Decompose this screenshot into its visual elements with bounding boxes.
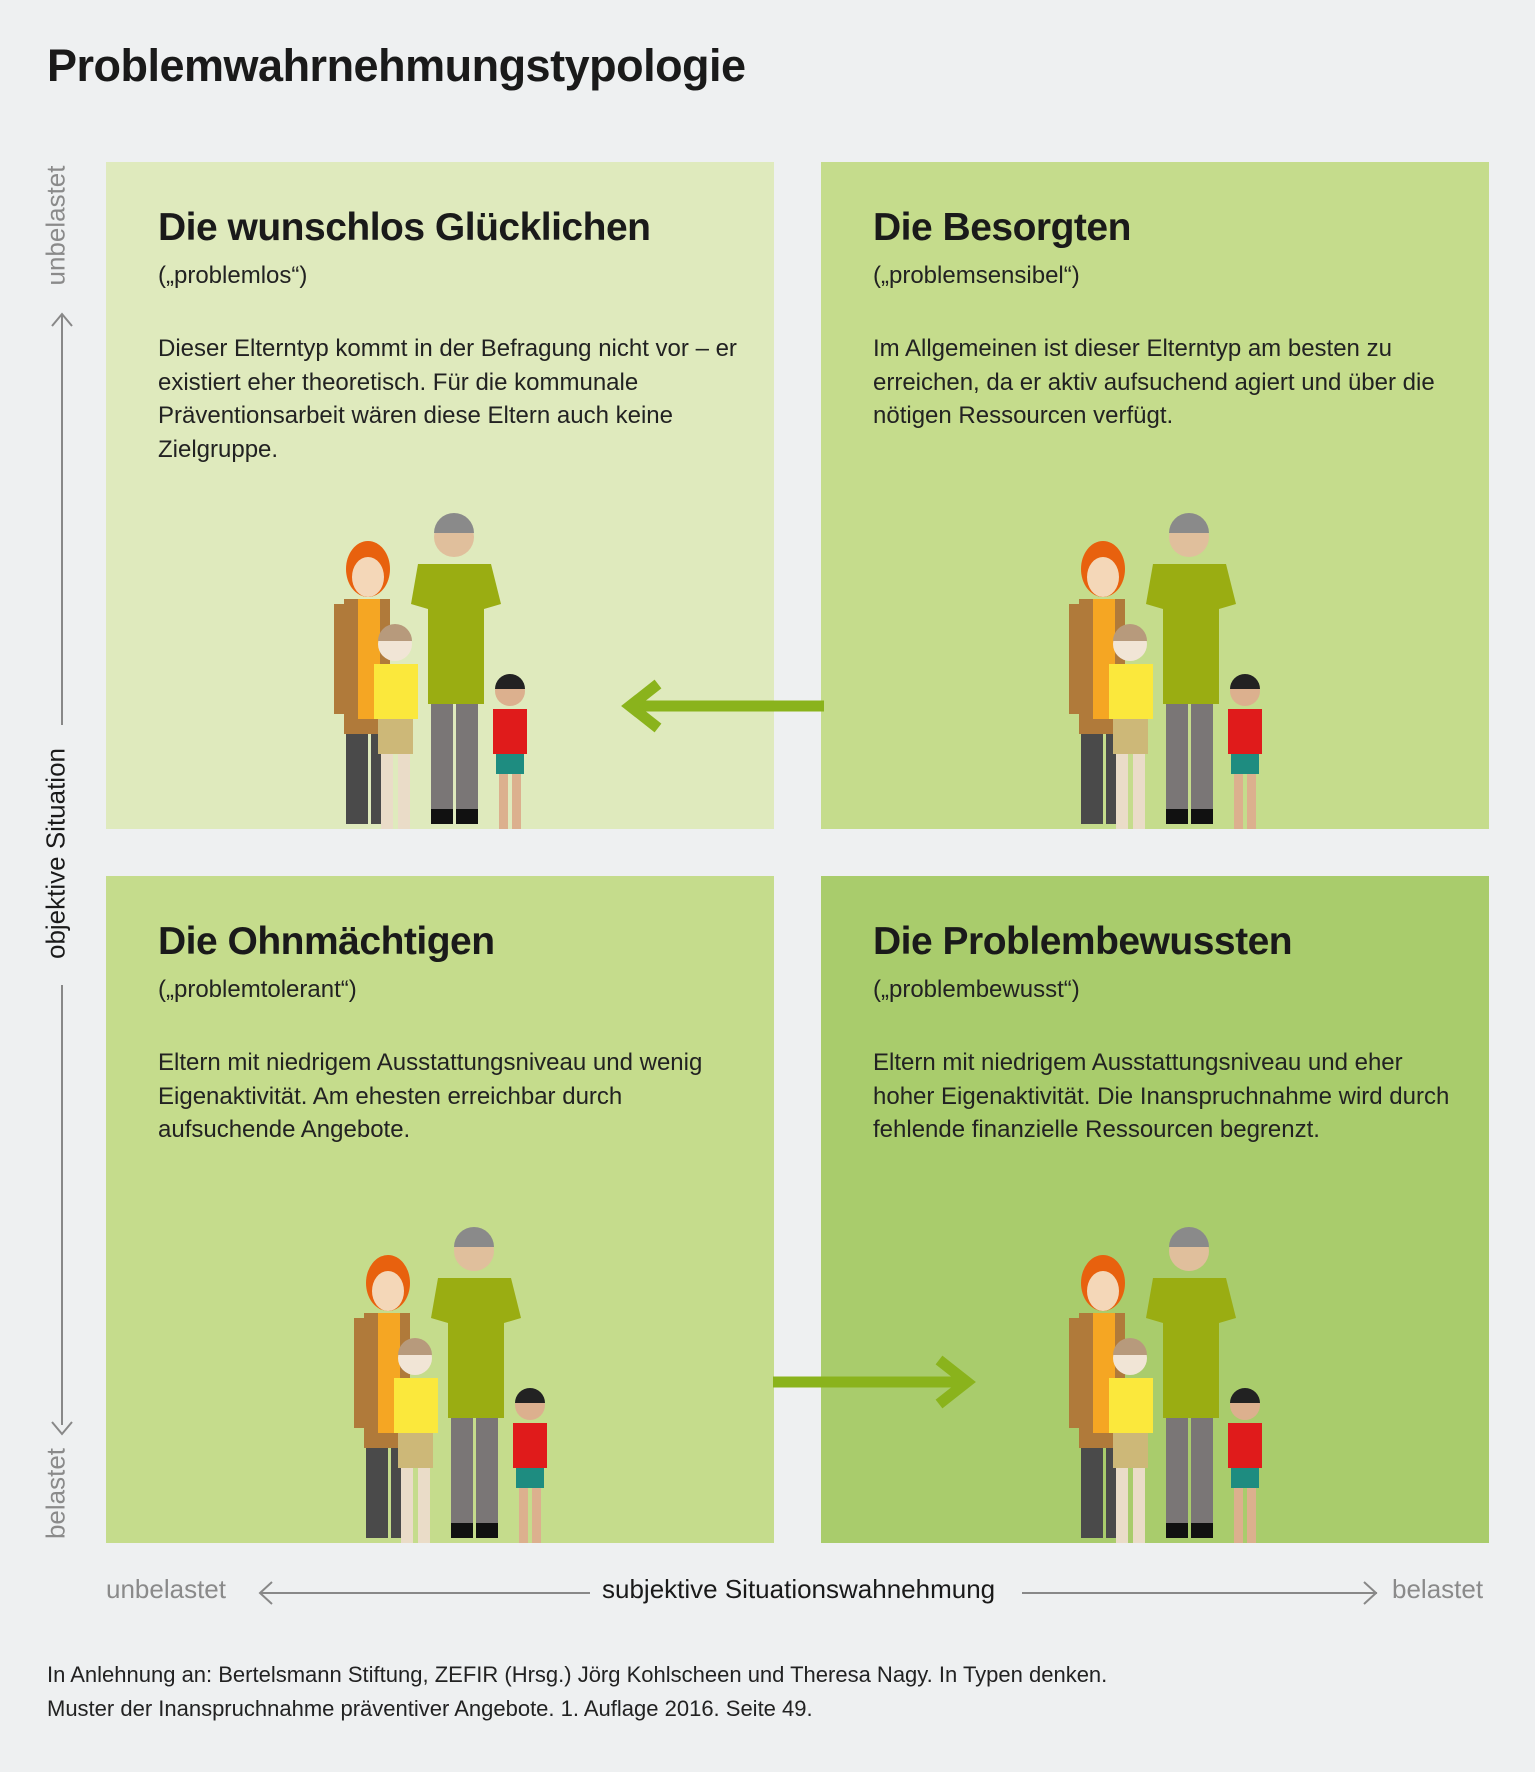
quadrant-besorgten: Die Besorgten („problemsensibel“) Im All…	[821, 162, 1489, 829]
quadrant-text: Eltern mit niedrigem Ausstattungsniveau …	[158, 1049, 703, 1143]
quadrant-title: Die Problembewussten	[873, 920, 1293, 963]
quadrant-subtitle: („problemtolerant“)	[158, 976, 357, 1003]
quadrant-text: Eltern mit niedrigem Ausstattungsniveau …	[873, 1049, 1450, 1143]
family-illustration	[306, 469, 566, 829]
quadrant-title: Die Ohnmächtigen	[158, 920, 495, 963]
y-axis-line-bottom	[61, 985, 63, 1425]
y-axis-line-top	[61, 315, 63, 725]
quadrant-wunschlos-gluecklichen: Die wunschlos Glücklichen („problemlos“)…	[106, 162, 774, 829]
x-axis-label: subjektive Situationswahnehmung	[602, 1574, 996, 1604]
x-axis-right-label: belastet	[1392, 1574, 1484, 1604]
arrow-down-icon	[51, 1421, 73, 1436]
x-axis-line-right	[1022, 1592, 1377, 1594]
family-illustration	[1041, 469, 1301, 829]
arrow-up-icon	[51, 312, 73, 327]
source-line-2: Muster der Inanspruchnahme präventiver A…	[47, 1696, 813, 1721]
x-axis-line-left	[260, 1592, 590, 1594]
quadrant-title: Die wunschlos Glücklichen	[158, 206, 651, 249]
page-title: Problemwahrnehmungstypologie	[47, 40, 746, 91]
quadrant-subtitle: („problemsensibel“)	[873, 262, 1080, 289]
y-axis-bottom-label: belastet	[40, 1447, 71, 1540]
source-line-1: In Anlehnung an: Bertelsmann Stiftung, Z…	[47, 1662, 1108, 1687]
family-illustration	[326, 1183, 586, 1543]
y-axis-top-label: unbelastet	[40, 165, 71, 286]
arrow-left-icon	[621, 679, 824, 733]
family-illustration	[1041, 1183, 1301, 1543]
arrow-right-icon	[773, 1355, 976, 1409]
quadrant-text: Dieser Elterntyp kommt in der Befragung …	[158, 335, 737, 463]
quadrant-title: Die Besorgten	[873, 206, 1131, 249]
quadrant-subtitle: („problembewusst“)	[873, 976, 1080, 1003]
quadrant-text: Im Allgemeinen ist dieser Elterntyp am b…	[873, 335, 1435, 429]
y-axis-label: objektive Situation	[40, 747, 71, 960]
arrow-right-icon	[1363, 1581, 1378, 1605]
x-axis-left-label: unbelastet	[106, 1574, 226, 1604]
quadrant-subtitle: („problemlos“)	[158, 262, 308, 289]
quadrant-ohnmaechtigen: Die Ohnmächtigen („problemtolerant“) Elt…	[106, 876, 774, 1543]
quadrant-problembewussten: Die Problembewussten („problembewusst“) …	[821, 876, 1489, 1543]
